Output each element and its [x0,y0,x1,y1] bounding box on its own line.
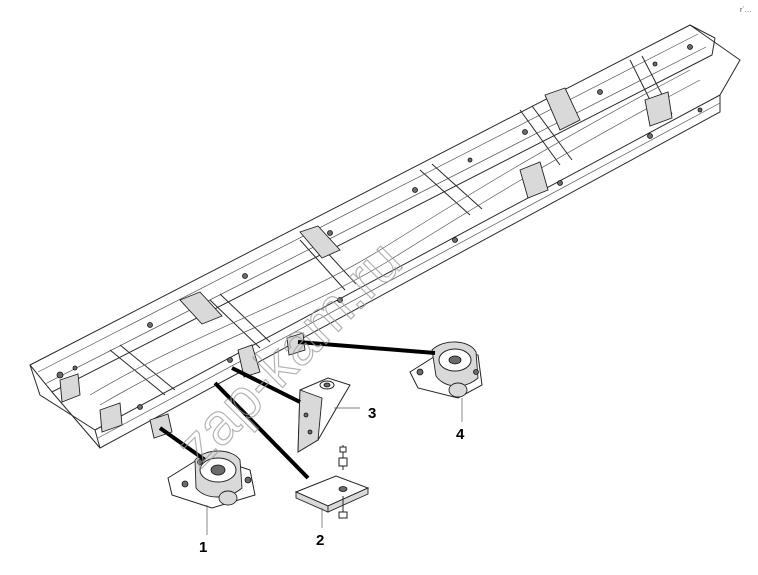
chassis-frame [29,24,741,449]
callout-4: 4 [456,426,465,443]
callout-1: 1 [199,539,207,556]
corner-mark: r´… [740,7,752,14]
bolt-fastener [338,445,348,519]
watermark-text: zap-kam.ru [163,228,414,479]
callout-2: 2 [316,532,324,549]
mounting-plate [294,475,370,513]
engine-mount-rear [409,341,483,399]
callout-3: 3 [368,405,376,422]
leader-lines [158,340,463,535]
support-bracket [297,377,351,453]
engine-mount-front [167,450,256,509]
